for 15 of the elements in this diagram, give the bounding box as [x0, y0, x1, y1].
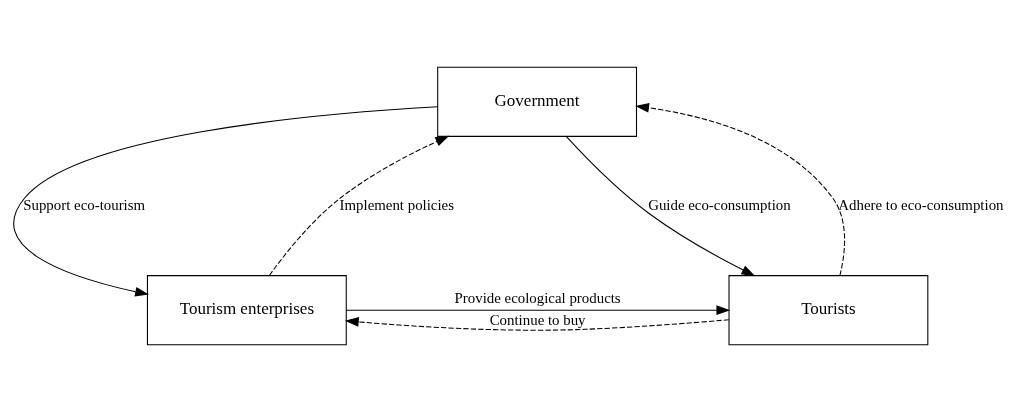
- edge-label: Guide eco-consumption: [648, 196, 791, 213]
- arrow: [269, 135, 450, 276]
- arrow: [345, 304, 731, 315]
- edge-label: Continue to buy: [489, 311, 586, 328]
- node-box: Government: [437, 66, 638, 137]
- arrow: [635, 102, 846, 276]
- arrow: [565, 135, 756, 276]
- edge-label: Adhere to eco-consumption: [838, 196, 1004, 213]
- edge-label: Provide ecological products: [454, 289, 621, 306]
- edge-label: Implement policies: [339, 196, 454, 213]
- arrow: [13, 105, 438, 296]
- node-box: Tourism enterprises: [146, 274, 347, 345]
- arrow: [344, 316, 730, 331]
- edge-label: Support eco-tourism: [23, 196, 146, 213]
- node-box: Tourists: [728, 274, 929, 345]
